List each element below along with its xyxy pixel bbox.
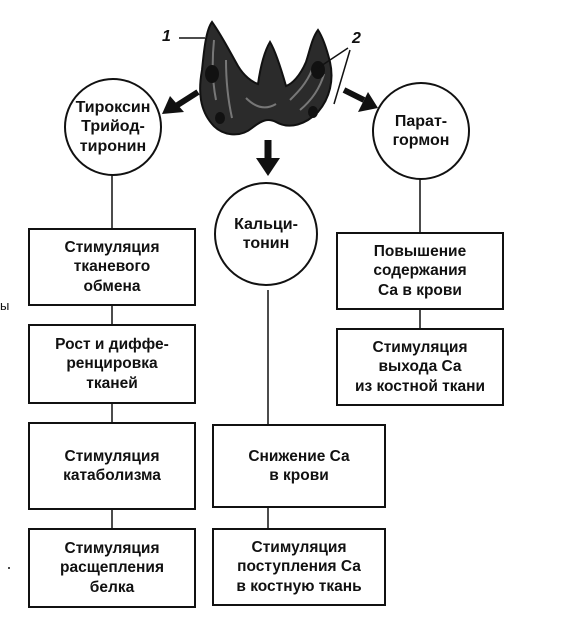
arrow-down-icon <box>256 140 280 176</box>
label-marker-2: 2 <box>352 30 361 47</box>
box-calcium-into-bone: Стимуляция поступления Са в костную ткан… <box>212 528 386 606</box>
box-blood-calcium-decrease: Снижение Са в крови <box>212 424 386 508</box>
circle-thyroxine-triiodothyronine: Тироксин Трийод- тиронин <box>64 78 162 176</box>
stray-letter: ы <box>0 298 10 313</box>
leader-2b <box>333 49 351 105</box>
circle-calcitonin: Кальци- тонин <box>214 182 318 286</box>
box-catabolism: Стимуляция катаболизма <box>28 422 196 510</box>
leader-2a <box>317 47 349 69</box>
stray-dot <box>8 567 10 569</box>
box-calcium-out-of-bone: Стимуляция выхода Са из костной ткани <box>336 328 504 406</box>
box-tissue-metabolism: Стимуляция тканевого обмена <box>28 228 196 306</box>
arrow-down-left-icon <box>162 89 200 114</box>
thyroid-gland-icon <box>199 20 333 136</box>
box-blood-calcium-increase: Повышение содержания Са в крови <box>336 232 504 310</box>
circle-parathormone: Парат- гормон <box>372 82 470 180</box>
label-marker-1: 1 <box>162 28 171 45</box>
box-growth-differentiation: Рост и диффе- ренцировка тканей <box>28 324 196 404</box>
box-protein-breakdown: Стимуляция расщепления белка <box>28 528 196 608</box>
arrow-down-right-icon <box>342 87 378 112</box>
